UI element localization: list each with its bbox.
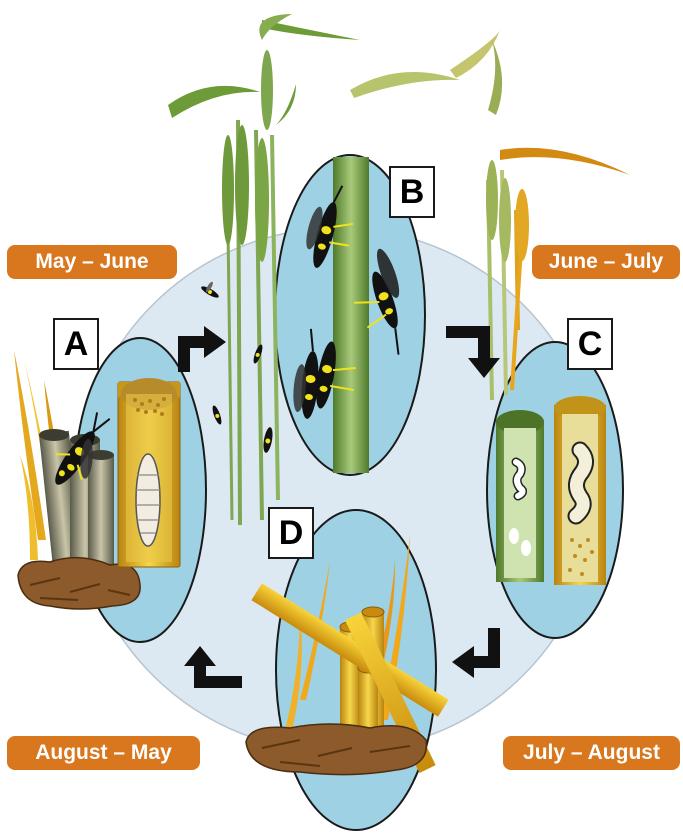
larva-icon <box>576 450 586 516</box>
soil-clump <box>246 724 426 775</box>
cutaway-stem-a <box>118 378 180 567</box>
season-badge-august-may: August – May <box>7 736 200 770</box>
season-badge-july-august: July – August <box>503 736 680 770</box>
season-badge-may-june: May – June <box>7 245 177 279</box>
green-stem-b <box>333 157 369 473</box>
stage-label-a: A <box>53 318 99 370</box>
stage-a-panel <box>14 338 206 642</box>
stage-label-c: C <box>567 318 613 370</box>
stage-label-d: D <box>268 507 314 559</box>
pupa-icon <box>136 454 160 546</box>
cutaway-stem-gold <box>554 396 606 585</box>
stage-label-b: B <box>389 166 435 218</box>
season-badge-june-july: June – July <box>532 245 680 279</box>
cutaway-stem-green <box>496 410 544 582</box>
larva-icon <box>516 462 523 496</box>
